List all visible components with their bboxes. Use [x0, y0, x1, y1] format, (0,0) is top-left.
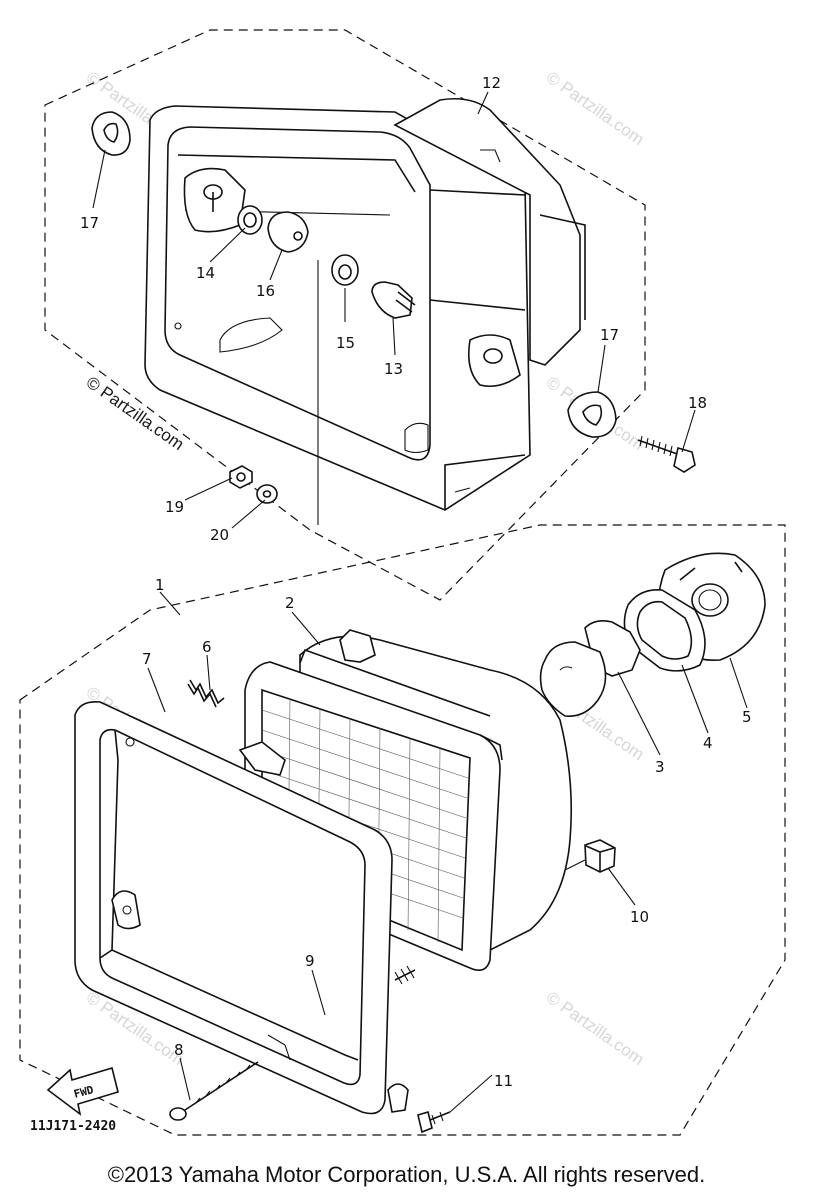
washer-20	[256, 484, 278, 504]
bulb-14	[237, 205, 263, 235]
grommet-17-left	[91, 111, 131, 156]
fwd-arrow-icon: FWD	[46, 1066, 119, 1116]
callout-12: 12	[482, 74, 501, 92]
callout-11: 11	[494, 1072, 513, 1090]
spring-6	[187, 679, 225, 708]
callout-14: 14	[196, 264, 215, 282]
copyright-notice: ©2013 Yamaha Motor Corporation, U.S.A. A…	[107, 1162, 706, 1187]
grommet-17-right	[567, 391, 617, 438]
callout-leaders	[92, 91, 748, 1113]
watermark-text: © Partzilla.com	[543, 68, 648, 149]
nut-19	[229, 465, 253, 489]
bulb-3	[539, 620, 641, 717]
fwd-label: FWD	[72, 1083, 95, 1101]
callout-labels: 12 17 14 16 15 13 17 18 19 20 1 2 6 7 3 …	[80, 74, 752, 1090]
callout-3: 3	[655, 758, 665, 776]
callout-17: 17	[80, 214, 99, 232]
socket-13	[371, 281, 416, 319]
housing-group-outline	[44, 29, 646, 601]
diagram-code: 11J171-2420	[30, 1119, 116, 1134]
callout-17: 17	[600, 326, 619, 344]
socket-16	[267, 211, 309, 253]
callout-2: 2	[285, 594, 295, 612]
callout-6: 6	[202, 638, 212, 656]
callout-10: 10	[630, 908, 649, 926]
callout-5: 5	[742, 708, 752, 726]
callout-16: 16	[256, 282, 275, 300]
callout-1: 1	[155, 576, 165, 594]
headlight-housing	[144, 97, 586, 511]
callout-4: 4	[703, 734, 713, 752]
connector-10	[564, 839, 616, 873]
callout-9: 9	[305, 952, 315, 970]
callout-8: 8	[174, 1041, 184, 1059]
callout-15: 15	[336, 334, 355, 352]
callout-20: 20	[210, 526, 229, 544]
callout-13: 13	[384, 360, 403, 378]
bulb-15	[331, 254, 359, 286]
callout-19: 19	[165, 498, 184, 516]
callout-18: 18	[688, 394, 707, 412]
rim-7	[74, 700, 409, 1115]
screw-8	[169, 1061, 259, 1121]
ring-4	[623, 588, 706, 672]
watermark-text: © Partzilla.com	[543, 988, 648, 1069]
bolt-18	[637, 435, 696, 473]
callout-7: 7	[142, 650, 152, 668]
screw-11	[417, 1110, 451, 1134]
